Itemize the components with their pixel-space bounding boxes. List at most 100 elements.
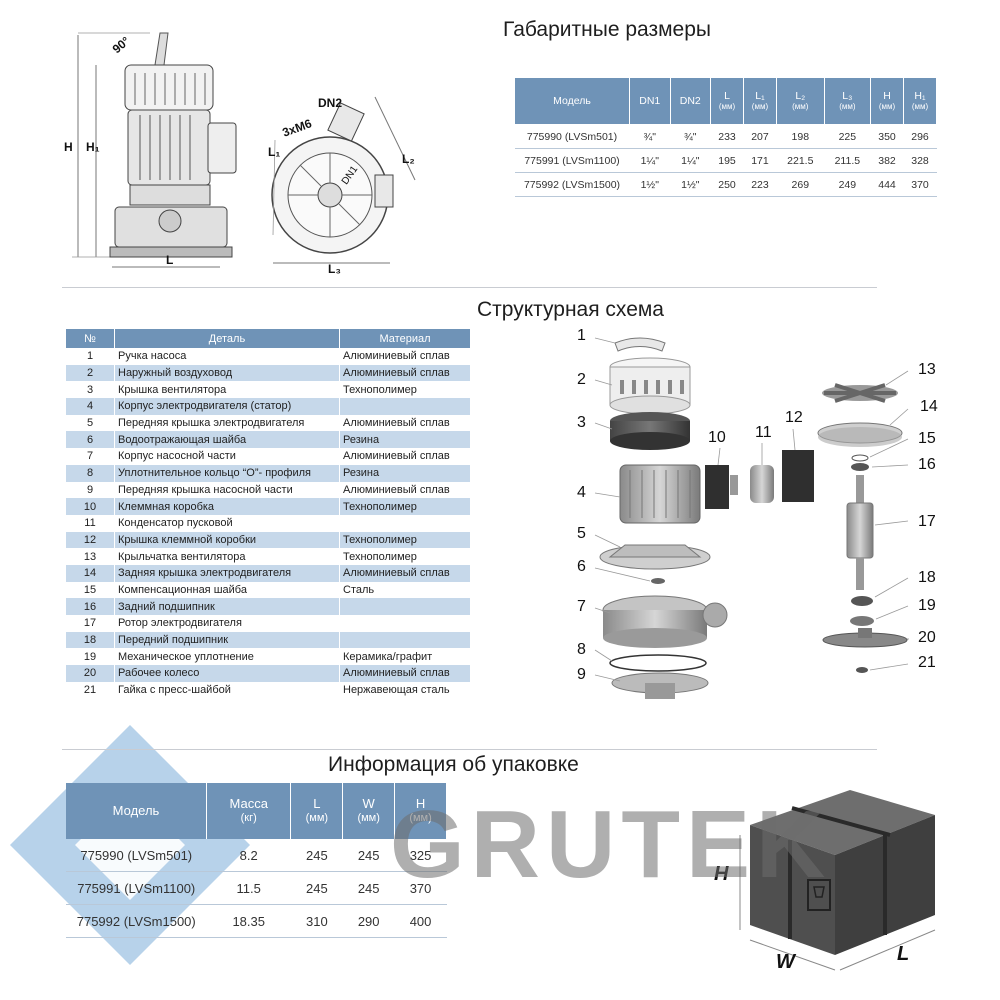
w-cell: 245 — [342, 871, 395, 905]
part-name-cell: Передняя крышка электродвигателя — [114, 414, 340, 432]
l1-cell: 207 — [743, 124, 777, 149]
table-header-cell: L₁(мм) — [742, 77, 777, 125]
table-row: 775991 (LVSm1100) 11.5 245 245 370 — [66, 871, 447, 905]
part-number-cell: 14 — [66, 564, 115, 582]
part-name-cell: Гайка с пресс-шайбой — [114, 681, 340, 699]
h-cell: 350 — [870, 124, 904, 149]
part-number-cell: 20 — [66, 665, 115, 682]
table-header-cell: L₂(мм) — [775, 77, 825, 125]
callout-16: 16 — [918, 456, 936, 473]
l3-cell: 249 — [824, 172, 871, 197]
callout-17: 17 — [918, 513, 936, 530]
material-cell: Алюминиевый сплав — [339, 481, 471, 499]
callout-7: 7 — [577, 598, 586, 615]
table-header-cell: Деталь — [114, 329, 340, 348]
table-header-cell: H(мм) — [870, 77, 904, 125]
model-cell: 775991 (LVSm1100) — [66, 871, 207, 905]
h-cell: 382 — [870, 148, 904, 173]
table-header-row: Модель DN1 DN2 L(мм) L₁(мм) L₂(мм) L₃(мм… — [514, 77, 937, 125]
l1-cell: 171 — [743, 148, 777, 173]
dim-h1-label: H₁ — [86, 140, 100, 154]
part-name-cell: Передний подшипник — [114, 631, 340, 649]
watermark-text: GRUTEK — [390, 791, 832, 898]
callout-14: 14 — [920, 398, 938, 415]
table-header-cell: Модель — [514, 77, 630, 125]
model-cell: 775990 (LVSm501) — [66, 839, 207, 872]
material-cell: Алюминиевый сплав — [339, 364, 471, 382]
callout-21: 21 — [918, 654, 936, 671]
part-number-cell: 11 — [66, 514, 115, 532]
part-number-cell: 13 — [66, 548, 115, 565]
w-cell: 290 — [342, 904, 395, 938]
w-cell: 245 — [342, 839, 395, 872]
material-cell: Технополимер — [339, 381, 471, 399]
part-number-cell: 21 — [66, 681, 115, 699]
dimensions-heading: Габаритные размеры — [503, 18, 711, 41]
exploded-view-drawing — [594, 337, 909, 699]
l2-cell: 198 — [776, 124, 825, 149]
table-row: 775990 (LVSm501) 8.2 245 245 325 — [66, 839, 447, 872]
table-row: 775992 (LVSm1500) 18.35 310 290 400 — [66, 904, 447, 938]
material-cell: Технополимер — [339, 531, 471, 549]
part-name-cell: Механическое уплотнение — [114, 648, 340, 666]
pump-side-view-drawing — [72, 32, 237, 268]
l-cell: 245 — [290, 871, 343, 905]
table-header-cell: L₃(мм) — [823, 77, 872, 125]
table-header-cell: DN1 — [629, 77, 671, 125]
callout-4: 4 — [577, 484, 586, 501]
packaging-table: Модель Масса(кг) L(мм) W(мм) H(мм) 77599… — [66, 783, 447, 938]
table-header-cell: W(мм) — [342, 783, 396, 839]
l-cell: 310 — [290, 904, 343, 938]
part-name-cell: Корпус насосной части — [114, 448, 340, 465]
callout-9: 9 — [577, 666, 586, 683]
callout-20: 20 — [918, 629, 936, 646]
l-cell: 250 — [710, 172, 744, 197]
part-number-cell: 4 — [66, 398, 115, 415]
part-name-cell: Задний подшипник — [114, 598, 340, 615]
dim-dn2-label: DN2 — [318, 96, 343, 110]
material-cell: Сталь — [339, 581, 471, 599]
callout-19: 19 — [918, 597, 936, 614]
callout-1: 1 — [577, 327, 586, 344]
h-cell: 400 — [394, 904, 447, 938]
model-cell: 775992 (LVSm1500) — [66, 904, 207, 938]
l3-cell: 211.5 — [824, 148, 871, 173]
table-row: 775991 (LVSm1100) 1¼" 1¼" 195 171 221.5 … — [514, 148, 937, 173]
material-cell: Нержавеющая сталь — [339, 681, 471, 699]
part-name-cell: Конденсатор пусковой — [114, 514, 340, 532]
material-cell — [339, 631, 471, 649]
callout-10: 10 — [708, 429, 726, 446]
callout-3: 3 — [577, 414, 586, 431]
material-cell: Технополимер — [339, 498, 471, 515]
material-cell — [339, 598, 471, 615]
material-cell: Алюминиевый сплав — [339, 348, 471, 365]
part-number-cell: 10 — [66, 498, 115, 515]
part-number-cell: 9 — [66, 481, 115, 499]
mass-cell: 11.5 — [206, 871, 291, 905]
dn2-cell: ¾" — [670, 124, 711, 149]
part-name-cell: Уплотнительное кольцо “О”- профиля — [114, 464, 340, 482]
part-name-cell: Ротор электродвигателя — [114, 615, 340, 632]
material-cell: Резина — [339, 431, 471, 449]
l2-cell: 221.5 — [776, 148, 825, 173]
box-h-label: H — [714, 863, 729, 885]
packaging-heading: Информация об упаковке — [328, 753, 579, 776]
l-cell: 195 — [710, 148, 744, 173]
table-header-cell: H₁(мм) — [903, 77, 937, 125]
mass-cell: 8.2 — [206, 839, 291, 872]
dim-l-label: L — [166, 253, 174, 267]
part-number-cell: 19 — [66, 648, 115, 666]
material-cell: Керамика/графит — [339, 648, 471, 666]
table-row: 775990 (LVSm501) ¾" ¾" 233 207 198 225 3… — [514, 124, 937, 149]
structure-heading: Структурная схема — [477, 298, 664, 321]
part-number-cell: 15 — [66, 581, 115, 599]
